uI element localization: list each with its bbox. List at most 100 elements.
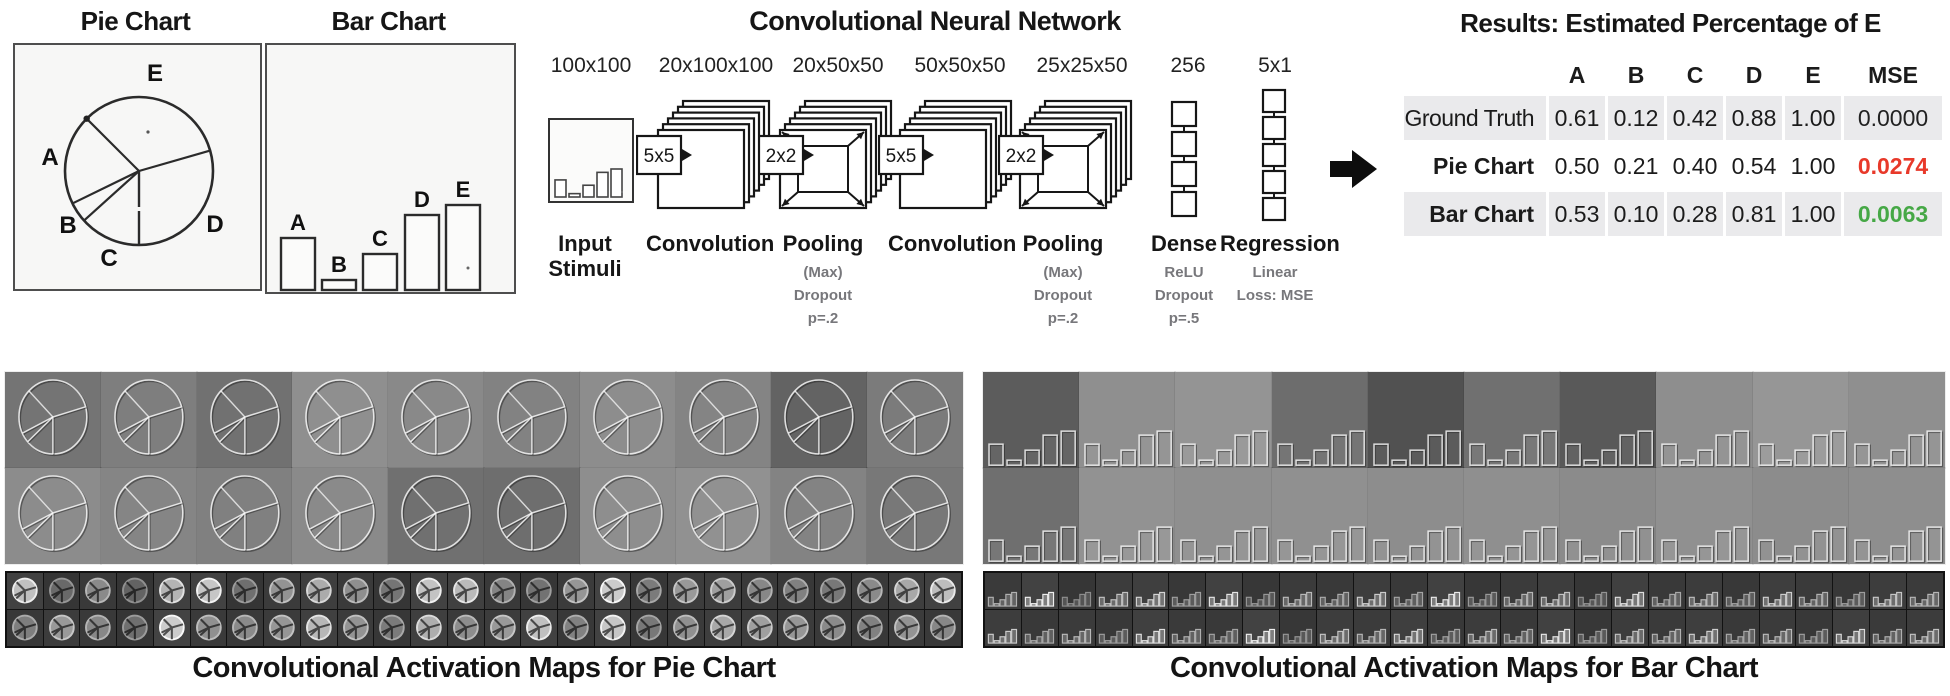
bar-pooled-activation-tile <box>1390 610 1427 646</box>
bar-pooled-activation-tile <box>1243 610 1280 646</box>
bar-activation-maps-conv <box>981 370 1946 566</box>
pie-pooled-activation-tile <box>80 573 117 609</box>
bar-activation-tile <box>1366 467 1465 566</box>
bar-pooled-activation-tile <box>1538 573 1575 609</box>
pie-pooled-activation-tile <box>264 610 300 646</box>
bar-pooled-activation-tile <box>1796 573 1833 609</box>
layer-dim-1: 20x100x100 <box>658 54 774 77</box>
bar-pooled-activation-tile <box>1058 573 1095 609</box>
pie-slice-boundary <box>138 149 211 173</box>
kernel-badge <box>878 134 925 176</box>
pie-pooled-activation-tile <box>631 610 668 646</box>
results-col-spacer <box>1404 58 1546 92</box>
results-row-label-1: Pie Chart <box>1404 144 1546 188</box>
results-cell-1-0: 0.50 <box>1549 144 1605 188</box>
pie-chart-title: Pie Chart <box>80 6 191 36</box>
pie-pooled-activation-tile <box>7 573 43 609</box>
bar-pooled-activation-tile <box>1058 610 1095 646</box>
bar-label-E: E <box>456 177 471 202</box>
results-col-E: E <box>1805 61 1821 88</box>
pie-pooled-activation-tile <box>374 573 411 609</box>
bar-activation-tile <box>1270 370 1369 470</box>
dense-layer-graphic <box>1170 100 1200 218</box>
pie-activation-tile <box>578 371 677 469</box>
pie-pooled-activation-tile <box>557 573 594 609</box>
pie-slice-boundary <box>85 117 140 172</box>
results-col-D: D <box>1745 61 1763 88</box>
bar-pooled-activation-tile <box>1316 610 1353 646</box>
bar-C <box>361 252 399 292</box>
pie-pooled-activation-tile <box>741 573 778 609</box>
bar-pooled-activation-tile <box>1612 610 1648 646</box>
pie-pooled-activation-tile <box>227 610 264 646</box>
pie-activation-tile <box>866 467 964 565</box>
pie-activation-tile <box>483 371 581 469</box>
pie-pooled-activation-tile <box>778 573 815 609</box>
pie-pooled-activation-tile <box>484 610 521 646</box>
pie-activation-tile <box>291 467 390 565</box>
pie-slice-label-D: D <box>206 211 223 238</box>
pie-activation-tile <box>674 371 773 469</box>
layer-dim-4: 25x25x50 <box>1036 54 1128 77</box>
bar-pooled-activation-tile <box>1095 573 1132 609</box>
bar-pooled-activation-tile <box>1648 573 1685 609</box>
pie-pooled-activation-tile <box>264 573 300 609</box>
kernel-badge <box>636 134 683 176</box>
bar-activation-tile <box>1462 370 1562 470</box>
pie-pooled-activation-tile <box>300 610 337 646</box>
results-mse-0: 0.0000 <box>1844 96 1942 140</box>
pie-pooled-activation-tile <box>668 573 704 609</box>
bar-pooled-activation-tile <box>1722 610 1759 646</box>
bar-B <box>320 278 358 292</box>
bar-label-A: A <box>290 210 306 235</box>
layer-name-1: Convolution <box>646 231 775 256</box>
pie-activation-tile <box>195 371 294 469</box>
pie-activation-tile <box>99 467 198 565</box>
layer-dim-3: 50x50x50 <box>914 54 1006 77</box>
kernel-badge <box>758 134 805 176</box>
conv-layer-stack: 5x5 <box>636 99 771 210</box>
pie-pooled-activation-tile <box>43 610 80 646</box>
bar-pooled-activation-tile <box>1206 610 1243 646</box>
bar-pooled-activation-tile <box>1169 610 1206 646</box>
pie-pooled-activation-tile <box>411 573 447 609</box>
bar-label-D: D <box>414 187 430 212</box>
bar-activation-tile <box>1174 370 1273 470</box>
pie-slice-boundary <box>83 170 140 222</box>
results-cell-0-3: 0.88 <box>1726 96 1782 140</box>
bar-pooled-activation-tile <box>1427 573 1464 609</box>
bar-pooled-activation-tile <box>1280 573 1316 609</box>
pie-pooled-activation-tile <box>888 610 925 646</box>
input-stimulus-thumbnail <box>548 118 634 203</box>
pie-pooled-activation-tile <box>447 610 484 646</box>
results-cell-0-2: 0.42 <box>1667 96 1723 140</box>
pie-activation-tile <box>578 467 677 565</box>
pie-pooled-activation-tile <box>484 573 521 609</box>
results-cell-2-4: 1.00 <box>1785 192 1841 236</box>
results-mse-2: 0.0063 <box>1844 192 1942 236</box>
pie-activation-tile <box>4 467 102 565</box>
bar-pooled-activation-tile <box>1759 610 1796 646</box>
conv-layer-graphic: 5x5 <box>878 94 1028 214</box>
pie-pooled-activation-tile <box>925 610 961 646</box>
layer-dim-5: 256 <box>1170 54 1206 77</box>
pie-pooled-activation-tile <box>227 573 264 609</box>
pie-activation-tile <box>291 371 390 469</box>
cnn-title: Convolutional Neural Network <box>749 6 1121 36</box>
pie-pooled-activation-tile <box>594 573 631 609</box>
pie-activations-caption: Convolutional Activation Maps for Pie Ch… <box>192 652 776 684</box>
results-cell-1-4: 1.00 <box>1785 144 1841 188</box>
results-cell-1-3: 0.54 <box>1726 144 1782 188</box>
bar-pooled-activation-tile <box>1685 573 1722 609</box>
layer-dim-0: 100x100 <box>550 54 632 77</box>
pool-layer-graphic: 2x2 <box>758 94 908 214</box>
pie-pooled-activation-tile <box>815 573 851 609</box>
bar-activation-tile <box>1174 467 1273 566</box>
pie-pooled-activation-tile <box>374 610 411 646</box>
